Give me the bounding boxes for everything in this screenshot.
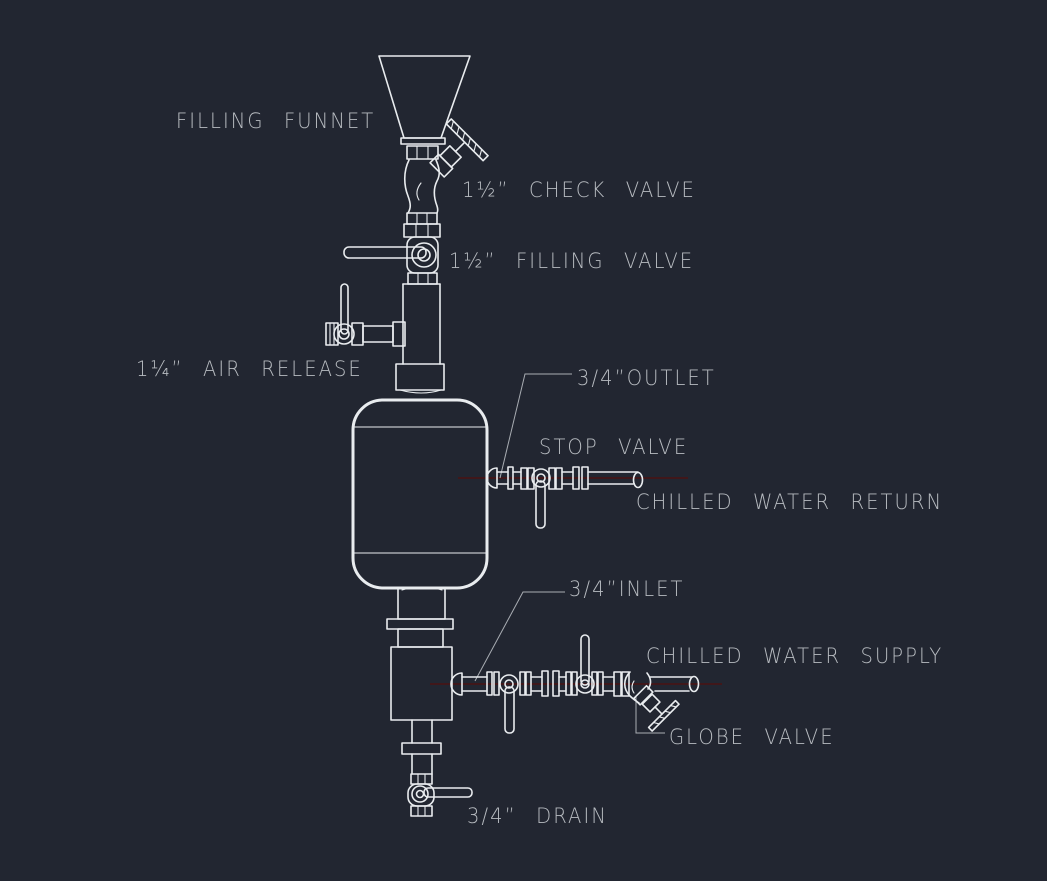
outlet-stop-valve-line [486, 466, 644, 529]
outlet-nozzle [486, 467, 498, 489]
label-stop-valve: STOP VALVE [539, 435, 689, 459]
bottom-header-block [390, 646, 453, 721]
return-pipe-open-end [632, 471, 644, 489]
globe-valve [623, 671, 680, 732]
inlet-supply-line [450, 634, 700, 734]
leader-lines [474, 373, 665, 734]
globe-valve-leader [635, 697, 665, 734]
label-chilled-water-supply: CHILLED WATER SUPPLY [646, 644, 944, 668]
inlet-valve-2-lever [580, 634, 590, 686]
label-filling-funnel: FILLING FUNNET [176, 109, 376, 133]
supply-pipe-open-end [688, 675, 700, 693]
outlet-leader [499, 373, 572, 479]
label-drain: 3/4” DRAIN [467, 804, 608, 828]
inlet-ball-valve-1 [499, 674, 519, 694]
filling-valve-lever [343, 246, 427, 259]
inlet-leader [474, 591, 565, 682]
label-check-valve: 1½” CHECK VALVE [462, 178, 696, 202]
label-filling-valve: 1½” FILLING VALVE [449, 249, 695, 273]
tank [351, 363, 489, 721]
label-inlet: 3/4”INLET [569, 577, 685, 601]
stop-valve-body [531, 468, 551, 488]
drain-valve-lever [423, 787, 473, 798]
inlet-valve-1-lever [504, 686, 515, 734]
inlet-nozzle [450, 672, 463, 696]
air-release-valve [325, 283, 406, 347]
label-outlet: 3/4”OUTLET [577, 366, 716, 390]
check-valve [403, 118, 489, 238]
filling-valve [343, 236, 439, 285]
label-chilled-water-return: CHILLED WATER RETURN [636, 490, 944, 514]
stop-valve-lever [535, 480, 546, 529]
air-release-lever [340, 283, 349, 335]
inlet-ball-valve-2 [575, 674, 595, 694]
riser-pipe [402, 283, 441, 365]
drain-assembly [401, 719, 473, 817]
label-air-release: 1¼” AIR RELEASE [136, 357, 363, 381]
label-globe-valve: GLOBE VALVE [669, 725, 835, 749]
filling-funnel [378, 55, 471, 160]
